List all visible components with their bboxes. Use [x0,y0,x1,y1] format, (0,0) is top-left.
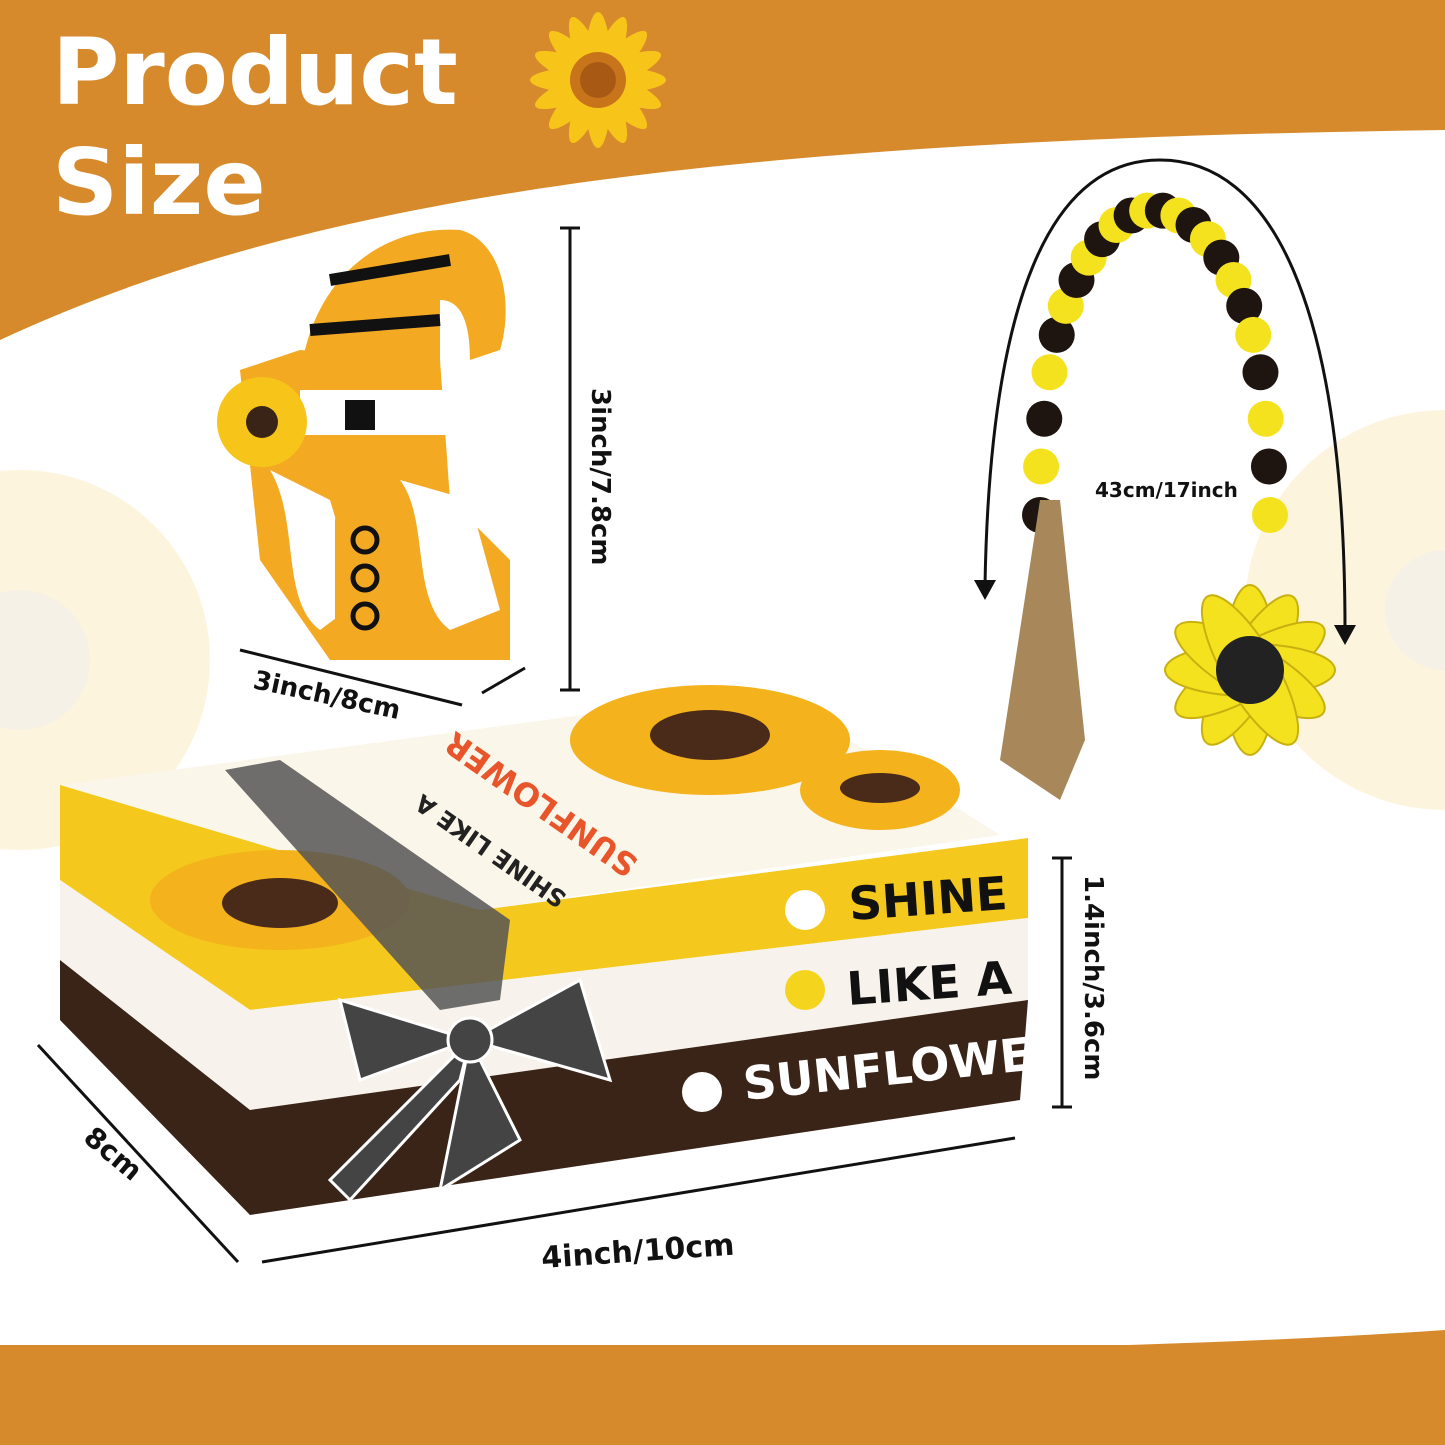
gnome-figure [217,229,510,660]
title-line-2: Size [52,129,266,236]
bottom-orange-band [0,1345,1445,1445]
books-height-dimension-line [1052,856,1072,1109]
spine-text-like-a: LIKE A [845,951,1014,1016]
gnome-height-dimension-line [560,226,580,692]
books-depth-dimension-line [36,1043,240,1264]
books-width-dimension-line [261,1136,1016,1264]
title-line-1: Product [52,19,458,126]
arrow-head-right [1334,625,1356,645]
spine-text-shine: SHINE [847,866,1009,931]
bead [1226,287,1263,324]
daisy-icon [785,970,825,1010]
bead [1023,448,1060,485]
bead [1250,448,1287,485]
daisy-icon [682,1072,722,1112]
bead [1242,354,1279,391]
bead [1031,354,1068,391]
bead [1252,497,1288,533]
jute-tassel [1000,500,1085,800]
sunflower-icon [530,12,666,148]
arrow-head-left [974,580,996,600]
wooden-sunflower-pendant [1164,584,1336,756]
garland-length-arrow [983,158,1347,631]
faded-sunflower-left [0,470,210,850]
bead [1038,316,1075,353]
garland-length-label: 43cm/17inch [1095,478,1238,502]
book-yellow [60,785,1028,1010]
daisy-icon [785,890,825,930]
gingham-bow [327,977,613,1203]
gnome-height-label: 3inch/7.8cm [585,388,615,566]
book-stack: SUNFLOWER SHINE LIKE A SHINE LIKE A SUNF… [60,685,1069,1215]
bead [1235,316,1272,353]
book-brown [60,960,1028,1215]
gnome-width-dimension-line [239,648,526,707]
bead [1026,400,1063,437]
gingham-ribbon [225,760,510,1010]
book-white [60,880,1028,1110]
bead [1247,400,1284,437]
books-height-label: 1.4inch/3.6cm [1078,875,1108,1080]
